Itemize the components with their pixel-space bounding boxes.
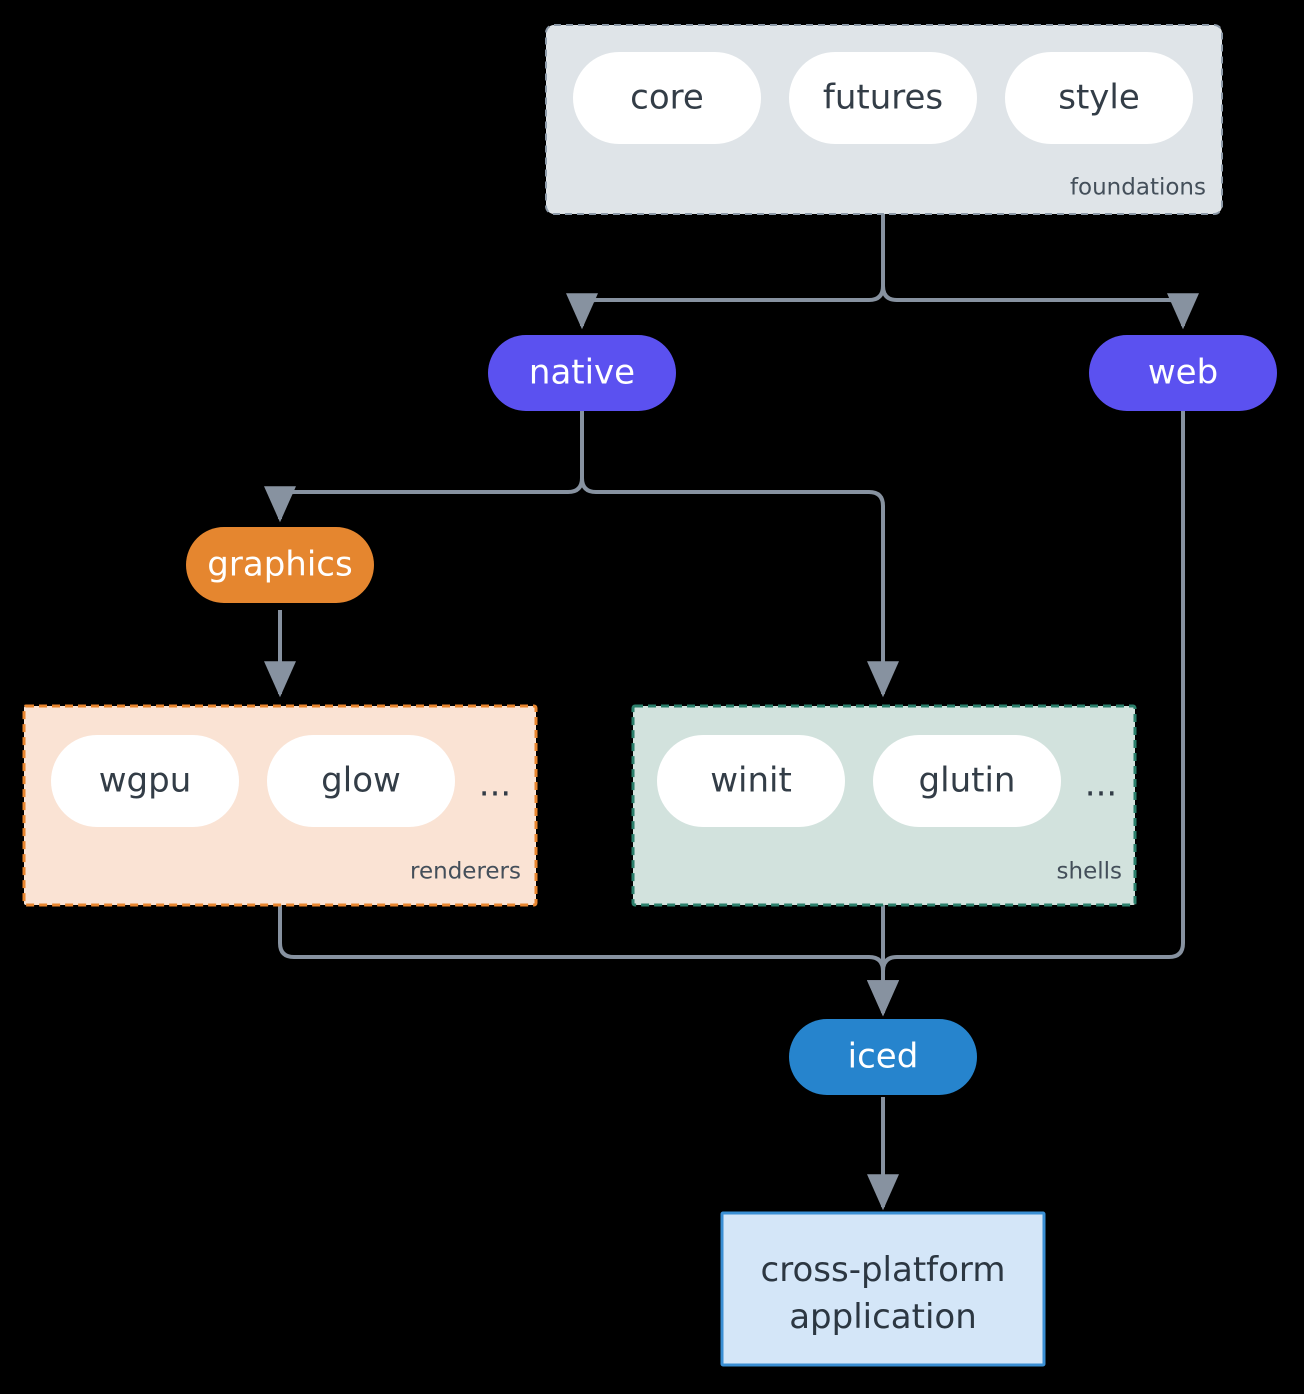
node-futures-shape[interactable] bbox=[789, 52, 977, 144]
node-glutin[interactable]: glutin bbox=[873, 735, 1061, 827]
node-style[interactable]: style bbox=[1005, 52, 1193, 144]
cluster-foundations-label: foundations bbox=[1070, 175, 1206, 201]
edge-foundations-to-web bbox=[881, 214, 1199, 330]
node-graphics-shape[interactable] bbox=[186, 527, 374, 603]
node-glow-shape[interactable] bbox=[267, 735, 455, 827]
edge-web-to-iced bbox=[867, 410, 1185, 1017]
node-futures[interactable]: futures bbox=[789, 52, 977, 144]
cluster-shells: winit glutin ... shells bbox=[631, 704, 1137, 907]
node-iced-shape[interactable] bbox=[789, 1019, 977, 1095]
node-web[interactable]: web bbox=[1089, 335, 1277, 411]
node-renderers-ellipsis: ... bbox=[479, 765, 511, 805]
edge-native-to-graphics bbox=[264, 410, 584, 523]
node-glow-label: glow bbox=[321, 761, 401, 801]
node-shells-ellipsis: ... bbox=[1085, 765, 1117, 805]
node-iced[interactable]: iced bbox=[789, 1019, 977, 1095]
node-glutin-label: glutin bbox=[919, 761, 1016, 801]
node-web-shape[interactable] bbox=[1089, 335, 1277, 411]
node-application-shape[interactable] bbox=[720, 1211, 1046, 1367]
node-wgpu[interactable]: wgpu bbox=[51, 735, 239, 827]
node-glow[interactable]: glow bbox=[267, 735, 455, 827]
edge-foundations-to-native bbox=[566, 214, 885, 330]
node-core-shape[interactable] bbox=[573, 52, 761, 144]
node-native-shape[interactable] bbox=[488, 335, 676, 411]
node-winit-shape[interactable] bbox=[657, 735, 845, 827]
cluster-shells-label: shells bbox=[1057, 859, 1122, 885]
node-core-label: core bbox=[630, 78, 704, 118]
node-style-shape[interactable] bbox=[1005, 52, 1193, 144]
cluster-renderers: wgpu glow ... renderers bbox=[22, 704, 538, 907]
node-futures-label: futures bbox=[823, 78, 943, 118]
node-glutin-shape[interactable] bbox=[873, 735, 1061, 827]
node-wgpu-shape[interactable] bbox=[51, 735, 239, 827]
cluster-foundations: core futures style foundations bbox=[545, 24, 1223, 215]
node-style-label: style bbox=[1058, 78, 1140, 118]
node-wgpu-label: wgpu bbox=[99, 761, 192, 801]
node-application-label-line2: application bbox=[789, 1297, 977, 1337]
node-native-label: native bbox=[529, 353, 635, 393]
edge-native-to-shells bbox=[580, 410, 899, 698]
edge-renderers-to-iced bbox=[278, 905, 899, 1017]
node-iced-label: iced bbox=[848, 1037, 919, 1077]
node-web-label: web bbox=[1148, 353, 1218, 393]
node-winit-label: winit bbox=[710, 761, 792, 801]
node-winit[interactable]: winit bbox=[657, 735, 845, 827]
cluster-renderers-label: renderers bbox=[410, 859, 521, 885]
node-graphics[interactable]: graphics bbox=[186, 527, 374, 603]
node-graphics-label: graphics bbox=[207, 545, 352, 585]
node-core[interactable]: core bbox=[573, 52, 761, 144]
edge-layer bbox=[264, 214, 1199, 1211]
node-native[interactable]: native bbox=[488, 335, 676, 411]
node-application[interactable]: cross-platform application bbox=[720, 1211, 1046, 1367]
node-application-label-line1: cross-platform bbox=[761, 1250, 1006, 1290]
